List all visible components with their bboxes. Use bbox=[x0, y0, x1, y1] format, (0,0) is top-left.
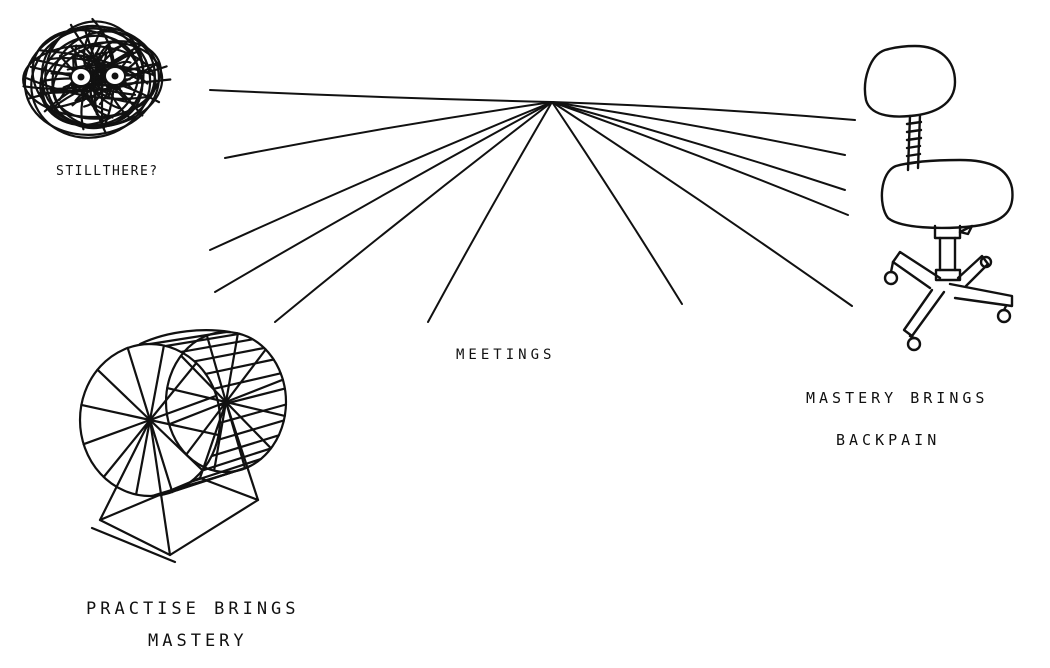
caption-practise-brings: PRACTISE BRINGS bbox=[86, 599, 300, 619]
caption-mastery: MASTERY bbox=[148, 631, 248, 651]
meetings-lines-icon bbox=[209, 89, 856, 323]
caption-meetings: MEETINGS bbox=[456, 347, 556, 363]
scribble-creature-icon bbox=[22, 17, 172, 139]
caption-still-there: STILLTHERE? bbox=[56, 164, 159, 179]
caption-mastery-brings: MASTERY BRINGS bbox=[806, 389, 989, 407]
caption-backpain: BACKPAIN bbox=[836, 431, 941, 449]
office-chair-icon bbox=[863, 44, 1014, 352]
hamster-wheel-icon bbox=[78, 329, 288, 564]
